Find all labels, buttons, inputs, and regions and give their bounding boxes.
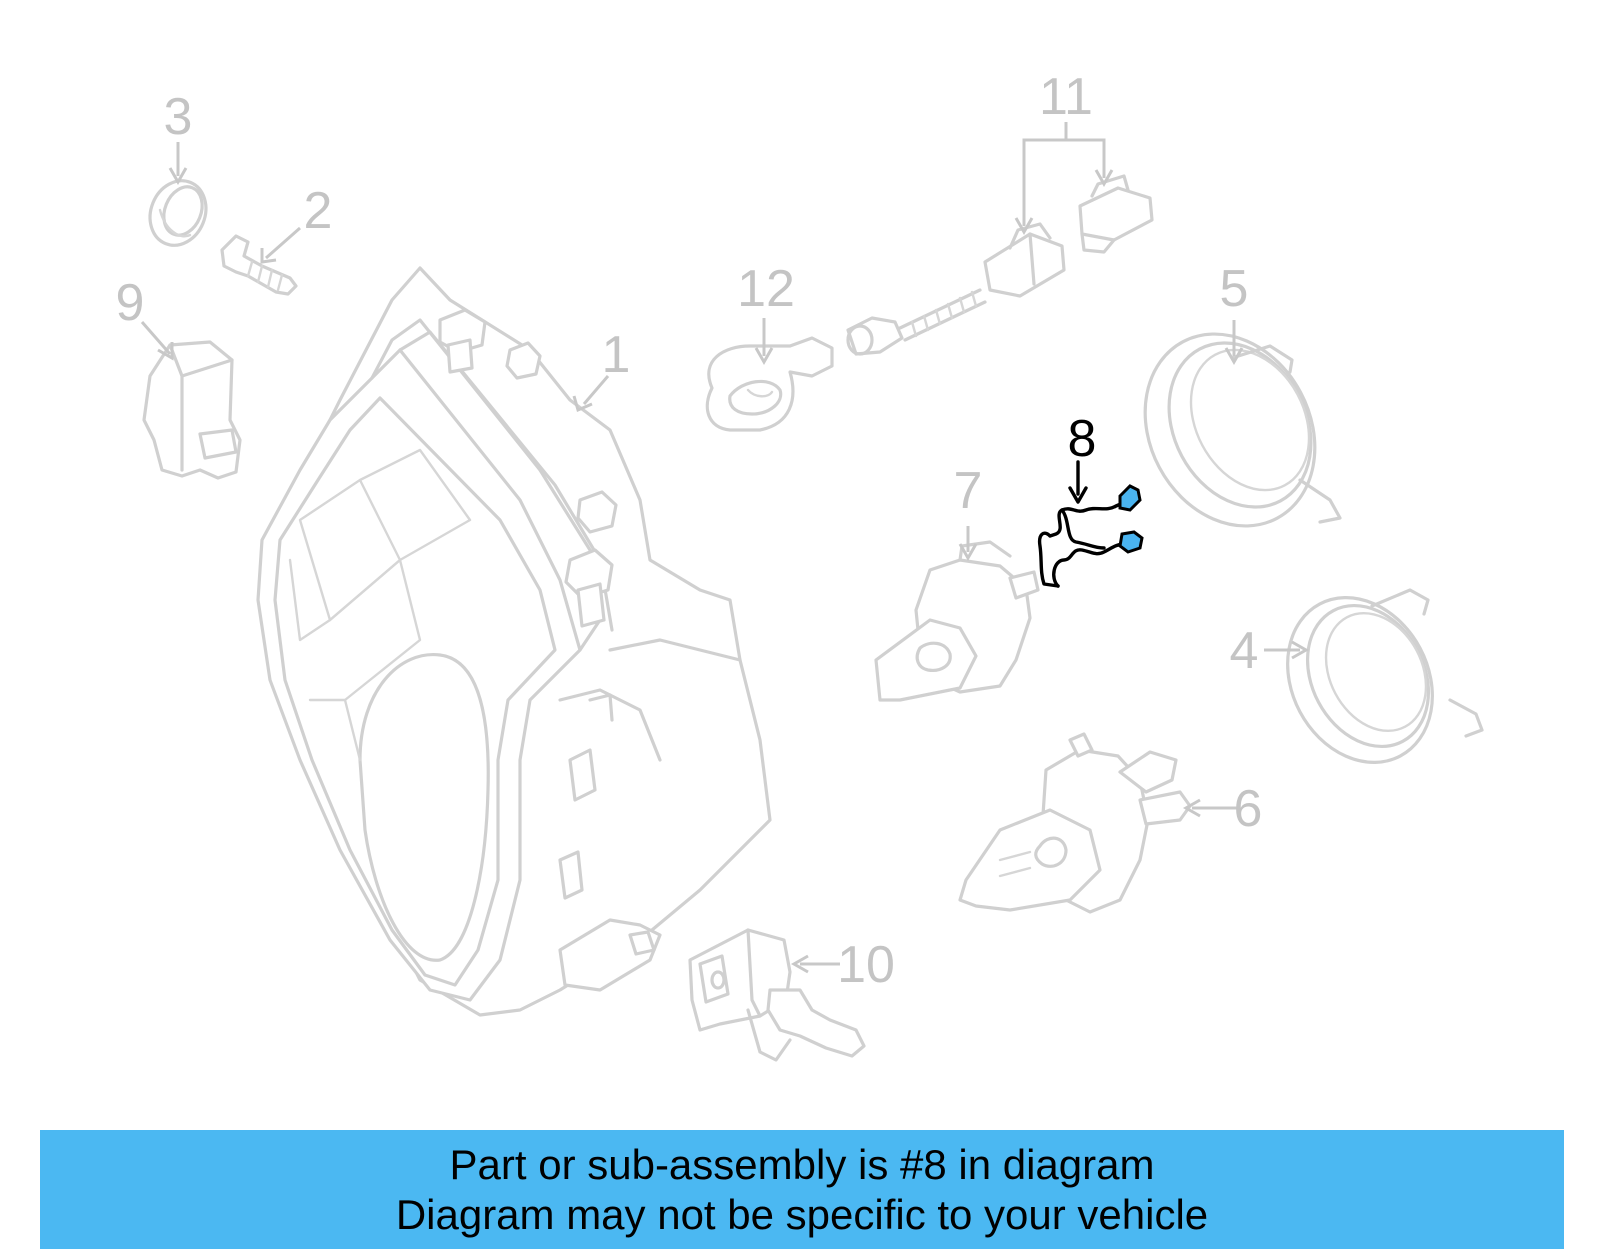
part-12-bulb	[705, 336, 834, 432]
part-1-headlamp-assembly	[256, 266, 772, 1017]
callout-6: 6	[1234, 780, 1263, 838]
callout-8[interactable]: 8	[1068, 410, 1097, 468]
callout-1: 1	[602, 326, 631, 384]
part-4-cap-ring	[1286, 588, 1484, 764]
wire-connector-lower	[1118, 530, 1144, 554]
leader-lines	[140, 122, 1310, 974]
callout-2: 2	[304, 182, 333, 240]
banner-line-part-number: Part or sub-assembly is #8 in diagram	[449, 1141, 1155, 1188]
part-5-cap-ring	[1143, 332, 1342, 528]
callout-5: 5	[1220, 260, 1249, 318]
callout-11: 11	[1039, 68, 1093, 126]
info-banner: Part or sub-assembly is #8 in diagram Di…	[40, 1130, 1564, 1249]
part-7-bulb	[874, 540, 1040, 702]
part-2-screw	[220, 234, 298, 296]
part-10-connector	[688, 928, 866, 1062]
callout-12: 12	[737, 260, 795, 318]
callout-7: 7	[954, 462, 983, 520]
part-3-grommet	[148, 179, 208, 247]
callout-10: 10	[837, 936, 895, 994]
part-11-socket-harness	[846, 174, 1154, 356]
banner-line-disclaimer: Diagram may not be specific to your vehi…	[395, 1191, 1209, 1238]
part-6-bulb	[958, 732, 1192, 914]
callout-labels: 3 2 9 1 12 11 5 8 7 4 6 10	[116, 68, 1263, 994]
wire-connector-upper	[1118, 484, 1142, 512]
callout-9: 9	[116, 274, 145, 332]
part-8-wire-harness[interactable]	[1037, 460, 1144, 588]
part-9-bracket	[142, 340, 242, 480]
callout-3: 3	[164, 88, 193, 146]
callout-4: 4	[1230, 622, 1259, 680]
